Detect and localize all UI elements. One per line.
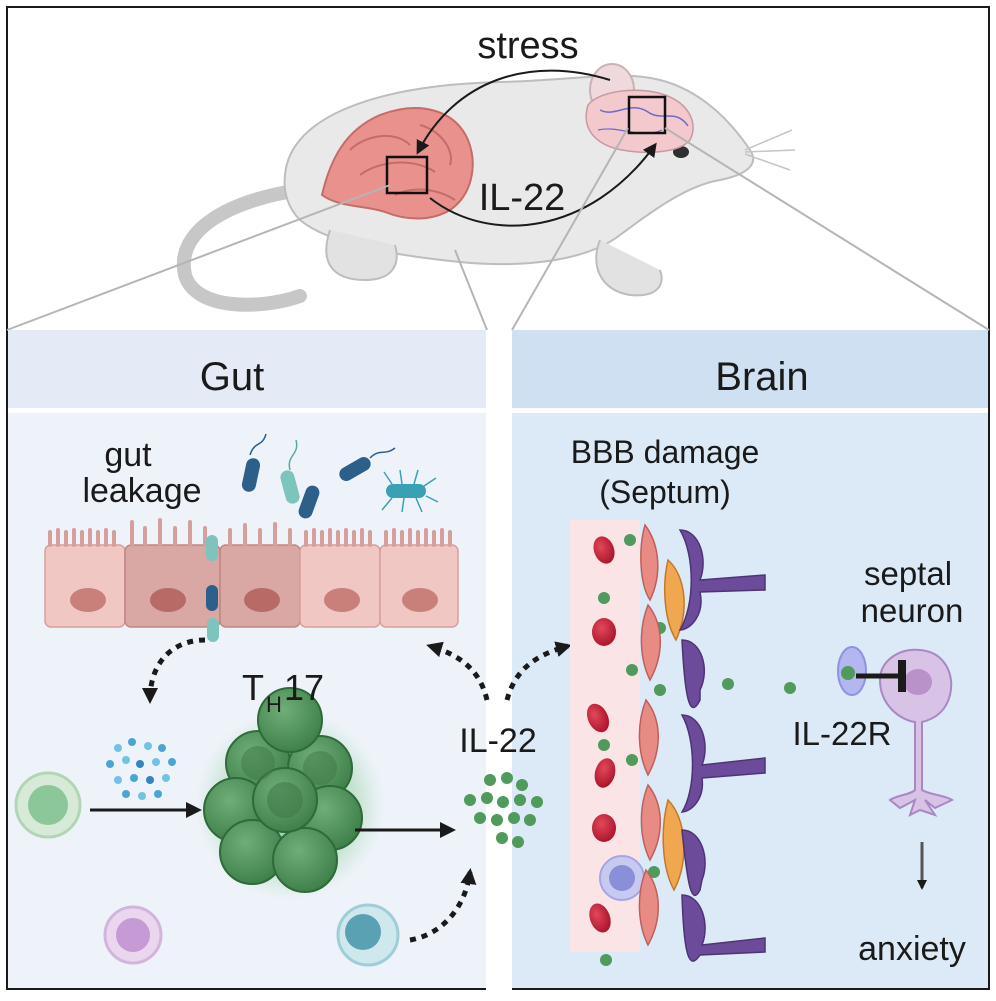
il22r-label: IL-22R [792,715,891,752]
teal-immune-cell [336,903,400,967]
gut-focus-box [385,155,429,195]
bbb-damage-line2: (Septum) [599,474,731,510]
mouse-illustration [176,63,796,312]
gut-leakage-line2: leakage [82,472,201,510]
gut-title: Gut [200,355,264,399]
pericytes [662,558,685,892]
bbb-damage-line1: BBB damage [571,434,760,470]
gut-leakage-line1: gut [104,436,152,474]
stress-label: stress [477,25,578,67]
gut-header [8,330,486,408]
panel-gap [486,330,512,990]
anxiety-label: anxiety [858,930,966,968]
teal-cell-arrow [409,868,477,943]
il22-molecules [464,772,543,848]
zoom-line-gut-left [6,184,391,331]
th17-label-main: T [242,667,264,708]
brain-focus-box [627,95,667,135]
blue-leukocyte [599,855,645,901]
il22-to-gut-arrow [426,641,490,701]
gut-epithelium [44,518,459,642]
red-blood-cells [586,536,616,933]
il22-top-label: IL-22 [479,177,566,219]
th17-cluster [195,687,385,900]
th17-label-num: 17 [284,667,324,708]
bacteria-group [241,433,439,519]
purple-immune-cell [103,905,163,965]
brain-title: Brain [715,355,808,399]
endothelial-layer [638,523,661,947]
stress-arrow [416,69,611,155]
septal-neuron-line2: neuron [861,592,964,629]
th17-label-sub: H [266,692,282,717]
zoom-line-gut-right [454,249,488,331]
il22-to-brain-arrow [504,641,572,701]
receptor-inhibition-bar [898,660,906,692]
il22-receptor [837,646,867,696]
zoom-line-brain-right [664,127,990,331]
astrocyte-endfeet [678,529,766,962]
zoom-line-brain-left [511,127,629,331]
naive-t-cell [14,771,82,839]
cytokine-dots [106,738,176,800]
brain-header [512,330,988,408]
septal-neuron-line1: septal [864,555,952,592]
il22-systemic-arrow [429,142,657,227]
il22-middle-label: IL-22 [459,722,537,760]
